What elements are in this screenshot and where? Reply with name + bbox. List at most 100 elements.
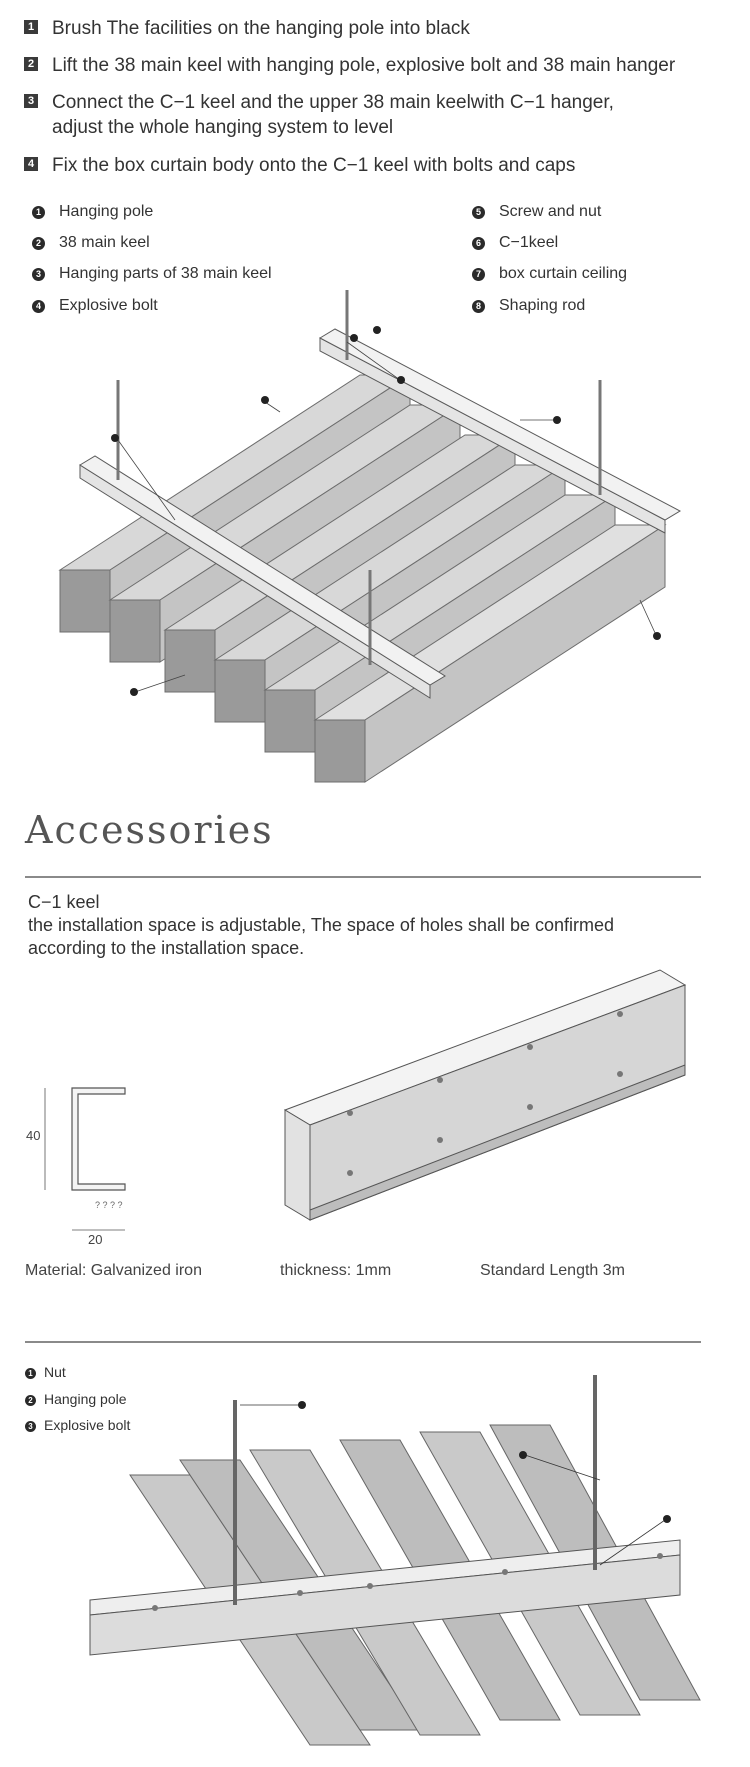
legend-number: 6 (472, 237, 485, 250)
callout-2 (519, 1451, 527, 1459)
legend-number: 4 (32, 300, 45, 313)
legend-label: Hanging pole (59, 203, 154, 220)
legend-item: 4 Explosive bolt (32, 297, 158, 315)
c1-keels (79, 328, 682, 699)
c1-keel-illustration (283, 969, 687, 1221)
hanging-poles (233, 1375, 597, 1605)
keel-holes (347, 1011, 623, 1176)
hole (657, 1553, 663, 1559)
legend-item: 3 Hanging parts of 38 main keel (32, 265, 272, 283)
step-number: 2 (24, 57, 38, 71)
callout-1 (663, 1515, 671, 1523)
width-dimension-label: 20 (88, 1232, 103, 1247)
legend-number: 1 (32, 206, 45, 219)
callout-leaders (117, 341, 657, 693)
callout-8 (553, 416, 561, 424)
leader-line (639, 599, 657, 636)
legend-label: box curtain ceiling (499, 265, 628, 282)
keel-description-line2: according to the installation space. (28, 938, 305, 958)
legend-number: 5 (472, 206, 485, 219)
legend-label: Explosive bolt (59, 297, 158, 314)
panel-front (314, 719, 366, 783)
hole (347, 1110, 353, 1116)
legend-label: Shaping rod (499, 297, 586, 314)
keel-end (284, 1109, 311, 1221)
step-number: 1 (24, 20, 38, 34)
section-divider (25, 1341, 701, 1343)
hole (152, 1605, 158, 1611)
keel-profile (71, 1087, 126, 1191)
legend-label: Hanging pole (44, 1391, 127, 1407)
step-text: Brush The facilities on the hanging pole… (52, 18, 470, 39)
hole (437, 1077, 443, 1083)
legend-number: 3 (32, 268, 45, 281)
step-number: 4 (24, 157, 38, 171)
hole (437, 1137, 443, 1143)
hole (502, 1569, 508, 1575)
callout-7 (130, 688, 138, 696)
box-curtain-assembly (89, 1375, 701, 1746)
step-text: Connect the C−1 keel and the upper 38 ma… (52, 92, 614, 113)
keel-name: C−1 keel (28, 892, 100, 912)
keel-description-line1: the installation space is adjustable, Th… (28, 915, 615, 935)
legend-item: 7 box curtain ceiling (472, 265, 627, 283)
callout-dots (111, 326, 661, 696)
dimension-marks: ? ? ? ? (95, 1200, 123, 1210)
keel-bottom-flange (309, 1064, 686, 1221)
leader-line (524, 1454, 601, 1481)
callout-6 (653, 632, 661, 640)
hole (617, 1011, 623, 1017)
leader-line (346, 341, 401, 381)
callout-1 (397, 376, 405, 384)
hole (527, 1044, 533, 1050)
leader-line (264, 401, 281, 413)
keel-top (79, 455, 446, 686)
callout-4 (373, 326, 381, 334)
legend-label: Explosive bolt (44, 1417, 131, 1433)
legend-label: Screw and nut (499, 203, 602, 220)
panel-front (164, 629, 216, 693)
legend-item: 2 38 main keel (32, 234, 150, 252)
hanging-poles (116, 290, 602, 665)
legend-label: 38 main keel (59, 234, 150, 251)
carrier-keel-holes (152, 1553, 663, 1611)
hole (367, 1583, 373, 1589)
callout-3 (298, 1401, 306, 1409)
height-dimension-label: 40 (26, 1128, 41, 1143)
legend-number: 2 (25, 1395, 36, 1406)
installation-diagram (58, 290, 682, 783)
keel-top (318, 328, 682, 521)
callout-2 (261, 396, 269, 404)
legend-item: 3 Explosive bolt (25, 1417, 130, 1433)
legend-label: Nut (44, 1364, 66, 1380)
callout-leaders (240, 1404, 666, 1566)
hole (527, 1104, 533, 1110)
accessories-title: Accessories (25, 808, 274, 852)
legend-item: 2 Hanging pole (25, 1391, 127, 1407)
thickness-spec: thickness: 1mm (280, 1262, 392, 1279)
callout-5 (350, 334, 358, 342)
hole (617, 1071, 623, 1077)
leader-line (599, 1519, 666, 1566)
carrier-keel-front (89, 1554, 681, 1656)
legend-number: 7 (472, 268, 485, 281)
panel-side (364, 524, 666, 783)
panel-front (59, 569, 111, 633)
ceiling-panels (58, 374, 667, 783)
step-text-line2: adjust the whole hanging system to level (52, 117, 394, 138)
callout-dots (298, 1401, 671, 1523)
step-text: Lift the 38 main keel with hanging pole,… (52, 55, 676, 76)
step-number: 3 (24, 94, 38, 108)
panel-front (109, 599, 161, 663)
legend-number: 8 (472, 300, 485, 313)
legend-label: Hanging parts of 38 main keel (59, 265, 272, 282)
hole (297, 1590, 303, 1596)
section-divider (25, 876, 701, 878)
length-spec: Standard Length 3m (480, 1262, 625, 1279)
step-text: Fix the box curtain body onto the C−1 ke… (52, 155, 576, 176)
legend-number: 2 (32, 237, 45, 250)
legend-number: 3 (25, 1421, 36, 1432)
carrier-keel (89, 1539, 681, 1656)
